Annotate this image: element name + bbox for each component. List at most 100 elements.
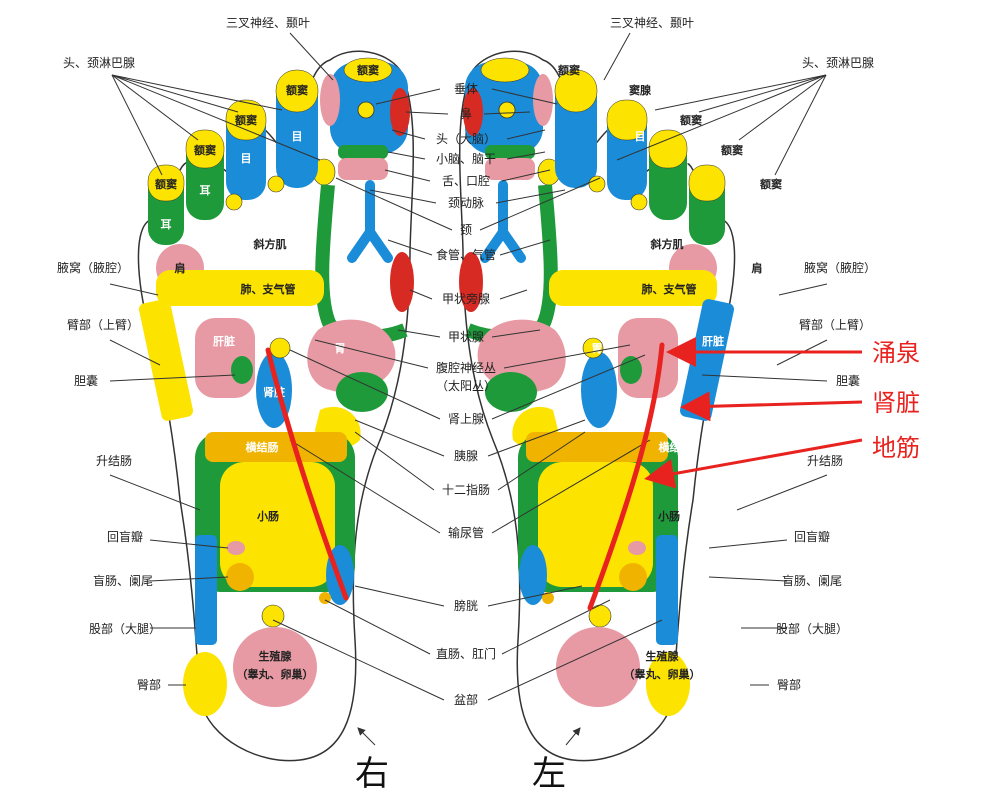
arrow-right-foot — [357, 727, 376, 746]
annotation-dijin: 地筋 — [872, 434, 920, 462]
label-buttock-l: 臀部 — [777, 677, 801, 692]
label-celiac: 腹腔神经丛 — [436, 360, 496, 375]
annotation-yongquan: 涌泉 — [872, 339, 920, 367]
left-foot-red-line — [587, 342, 665, 611]
label-thyroid: 甲状腺 — [448, 330, 484, 344]
zone-ear-l2: 耳 — [766, 218, 777, 231]
label-thigh-l: 股部（大腿） — [776, 621, 848, 636]
zone-sinus-r2: 额窦 — [286, 83, 308, 97]
zone-gonad-sub-r: （睾丸、卵巢） — [237, 667, 314, 681]
zone-smallint-l: 小肠 — [657, 509, 680, 523]
label-neck: 颈 — [460, 223, 472, 237]
right-tongue-pink — [338, 158, 388, 180]
label-rectum: 直肠、肛门 — [436, 646, 496, 661]
zone-ear-r1: 耳 — [200, 184, 211, 197]
arrow-dijin — [644, 438, 863, 489]
right-pituitary — [357, 101, 375, 119]
zone-shoulder-r: 肩 — [175, 261, 186, 275]
zone-eye-r2: 目 — [241, 152, 252, 165]
label-ileocecal-l: 回盲瓣 — [794, 529, 830, 544]
label-ileocecal-r: 回盲瓣 — [107, 529, 143, 544]
zone-transverse-l: 横结肠 — [659, 440, 692, 454]
label-esophagus: 食管、气管 — [436, 247, 496, 262]
zone-sinus-r3: 额窦 — [235, 113, 257, 127]
label-pancreas: 胰腺 — [454, 449, 478, 463]
label-ascending-l: 升结肠 — [807, 454, 843, 468]
center-leader-lines — [272, 88, 663, 701]
red-annotations: 涌泉 肾脏 地筋 — [265, 337, 920, 611]
side-labels: 三叉神经、颞叶 三叉神经、颞叶 头、颈淋巴腺 头、颈淋巴腺 腋窝（腋腔） 腋窝（… — [57, 16, 876, 692]
annotation-kidney: 肾脏 — [872, 389, 920, 417]
label-cecum-r: 盲肠、阑尾 — [93, 573, 153, 588]
zone-ear-r2: 耳 — [161, 218, 172, 231]
zone-sinus-l4: 额窦 — [721, 143, 743, 157]
zone-sinus-r1: 额窦 — [357, 63, 379, 77]
label-armpit-l: 腋窝（腋腔） — [804, 260, 876, 275]
zone-stomach-r: 胃 — [335, 342, 346, 355]
label-brain: 头（大脑） — [436, 132, 496, 146]
right-buttock — [183, 652, 227, 716]
zone-liver-l: 肝脏 — [702, 334, 724, 348]
foot-label-right: 右 — [355, 754, 389, 794]
arrow-kidney — [680, 391, 863, 422]
zone-eye-l2: 目 — [686, 152, 697, 165]
zone-shoulder-l: 肩 — [752, 261, 763, 275]
right-cerebellum-green — [338, 145, 388, 159]
foot-label-left: 左 — [532, 754, 566, 794]
label-lymph-l: 头、颈淋巴腺 — [802, 56, 874, 70]
zone-sinus-l3: 额窦 — [680, 113, 702, 127]
zone-eye-l1: 目 — [635, 130, 646, 143]
side-leader-lines — [109, 32, 828, 686]
zone-trapezius-l: 斜方肌 — [650, 237, 684, 251]
zone-gonad-l: 生殖腺 — [646, 649, 680, 663]
right-foot — [137, 50, 414, 762]
left-foot — [459, 50, 736, 762]
label-trigeminal-l: 三叉神经、颞叶 — [610, 16, 694, 30]
label-cecum-l: 盲肠、阑尾 — [782, 573, 842, 588]
zone-ear-l1: 耳 — [727, 184, 738, 197]
label-upperarm-l: 臂部（上臂） — [799, 317, 871, 332]
label-bladder: 膀胱 — [454, 598, 478, 613]
right-gonad — [233, 627, 317, 707]
zone-sinus-r5: 额窦 — [155, 177, 177, 191]
label-pituitary: 垂体 — [454, 82, 478, 96]
label-cerebellum: 小脑、脑干 — [436, 152, 496, 166]
zone-sinus-alt-l: 窦腺 — [629, 83, 652, 97]
label-thigh-r: 股部（大腿） — [89, 621, 161, 636]
center-labels: 垂体 鼻 头（大脑） 小脑、脑干 舌、口腔 颈动脉 颈 食管、气管 甲状旁腺 甲… — [436, 82, 496, 707]
label-nose: 鼻 — [460, 106, 472, 121]
zone-lung-r: 肺、支气管 — [241, 282, 296, 296]
zone-sinus-l1: 额窦 — [558, 63, 580, 77]
label-buttock-r: 臀部 — [137, 677, 161, 692]
label-gallbladder-l: 胆囊 — [836, 373, 860, 388]
label-adrenal: 肾上腺 — [448, 412, 484, 426]
right-trigeminal-pink — [320, 74, 340, 126]
right-lung-band — [156, 270, 324, 306]
zone-sinus-r4: 额窦 — [194, 143, 216, 157]
label-pelvis: 盆部 — [454, 692, 478, 707]
label-gallbladder-r: 胆囊 — [74, 373, 98, 388]
zone-lung-l: 肺、支气管 — [642, 282, 697, 296]
label-trigeminal-r: 三叉神经、颞叶 — [226, 16, 310, 30]
zone-smallint-r: 小肠 — [256, 509, 279, 523]
label-tongue: 舌、口腔 — [442, 173, 490, 188]
label-ascending-r: 升结肠 — [96, 454, 132, 468]
right-sinus-yellow — [343, 57, 393, 83]
label-ureter: 输尿管 — [448, 525, 484, 540]
right-small-intestine — [220, 462, 335, 587]
zone-eye-r1: 目 — [292, 130, 303, 143]
label-parathyroid: 甲状旁腺 — [442, 291, 490, 306]
zone-gonad-r: 生殖腺 — [259, 649, 293, 663]
right-parathyroid — [390, 252, 414, 312]
label-carotid: 颈动脉 — [448, 195, 484, 210]
right-foot-red-line — [265, 347, 349, 601]
zone-sinus-l5: 额窦 — [760, 177, 782, 191]
right-upperarm — [138, 299, 194, 421]
zone-liver-r: 肝脏 — [213, 334, 235, 348]
zone-gonad-sub-l: （睾丸、卵巢） — [624, 667, 701, 681]
zone-stomach-l: 胃 — [592, 342, 603, 355]
label-armpit-r: 腋窝（腋腔） — [57, 260, 129, 275]
zone-transverse-r: 横结肠 — [246, 440, 279, 454]
